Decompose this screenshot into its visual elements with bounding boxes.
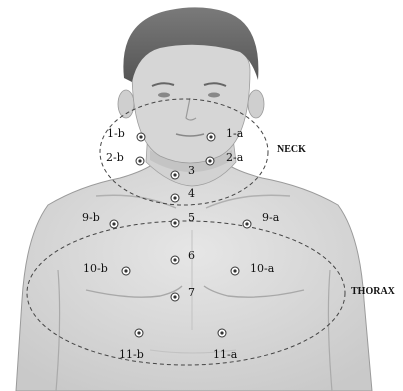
point-marker-center (137, 331, 140, 334)
point-label: 2-b (106, 151, 124, 164)
point-marker-center (173, 173, 176, 176)
point-label: 1-b (107, 127, 125, 140)
point-label: 3 (188, 164, 195, 177)
point-label: 9-a (262, 211, 280, 224)
thorax-region-label: THORAX (351, 286, 396, 297)
point-label: 5 (188, 211, 195, 224)
left-ear (118, 90, 134, 118)
point-marker-center (245, 222, 248, 225)
point-label: 9-b (82, 211, 100, 224)
point-1-b: 1-b (107, 127, 145, 141)
point-marker-center (138, 159, 141, 162)
neck-region-label: NECK (277, 144, 306, 155)
point-marker-center (208, 159, 211, 162)
point-label: 11-a (213, 348, 238, 361)
point-marker-center (173, 258, 176, 261)
point-label: 4 (188, 187, 195, 200)
point-marker-center (124, 269, 127, 272)
point-label: 10-b (83, 262, 108, 275)
point-2-b: 2-b (106, 151, 144, 165)
point-marker-center (173, 196, 176, 199)
point-label: 2-a (226, 151, 244, 164)
point-label: 11-b (119, 348, 144, 361)
left-eye (158, 93, 170, 98)
point-label: 10-a (250, 262, 275, 275)
point-marker-center (233, 269, 236, 272)
point-marker-center (173, 295, 176, 298)
face (132, 40, 250, 163)
point-label: 7 (188, 286, 195, 299)
point-marker-center (139, 135, 142, 138)
right-eye (208, 93, 220, 98)
point-label: 6 (188, 249, 195, 262)
point-label: 1-a (226, 127, 244, 140)
right-ear (248, 90, 264, 118)
point-marker-center (112, 222, 115, 225)
point-marker-center (173, 221, 176, 224)
point-marker-center (220, 331, 223, 334)
point-marker-center (209, 135, 212, 138)
